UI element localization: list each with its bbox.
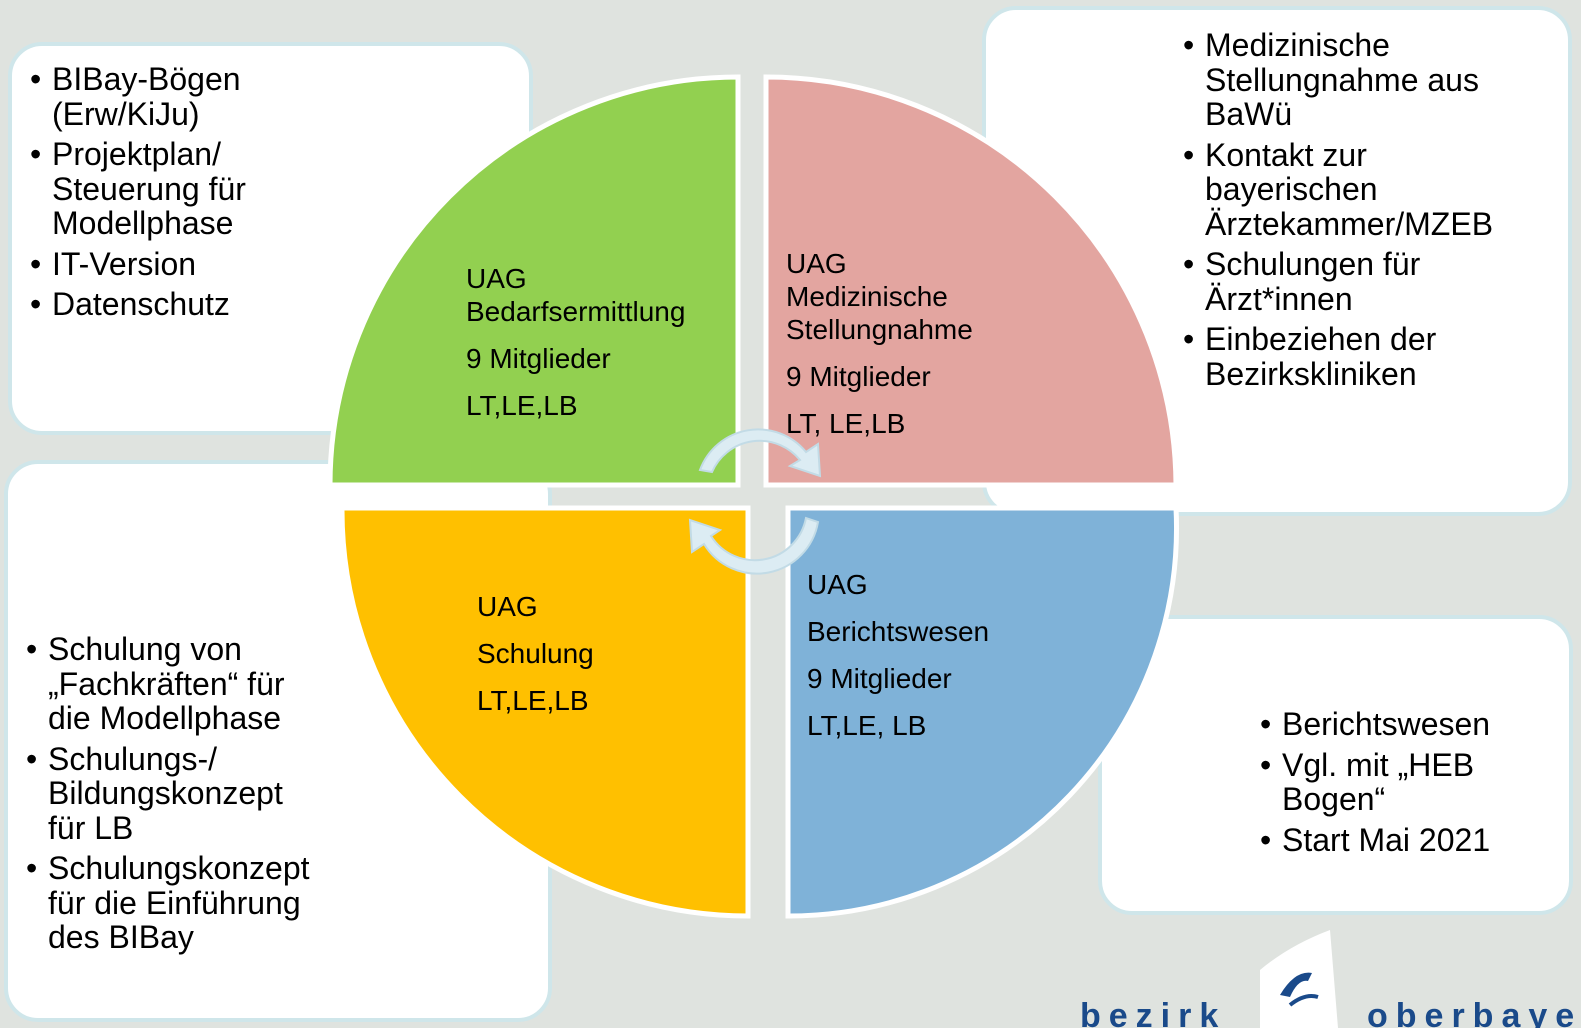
quadrant-blue [785, 505, 1179, 919]
list-item: Berichtswesen [1260, 707, 1550, 742]
quadrant-blue-text: UAG Berichtswesen 9 Mitglieder LT,LE, LB [807, 568, 1067, 742]
quadrant-title: UAG [807, 569, 868, 600]
logo-text-right: oberbayern [1367, 997, 1581, 1028]
quadrant-subtitle: Berichtswesen [807, 616, 990, 648]
logo-emblem-icon [1260, 930, 1338, 1028]
list-item: Einbeziehen der Bezirkskliniken [1183, 322, 1563, 391]
quadrant-green-text: UAG Bedarfsermittlung 9 Mitglieder LT,LE… [466, 262, 726, 422]
quadrant-subtitle: Schulung [477, 638, 594, 670]
quadrant-members: 9 Mitglieder [807, 663, 952, 695]
list-item: Schulungs-/ Bildungskonzept für LB [26, 741, 366, 846]
quadrant-members: 9 Mitglieder [786, 361, 931, 393]
quadrant-roles: LT, LE,LB [786, 408, 906, 440]
logo-text-left: bezirk [1080, 997, 1227, 1028]
list-item: Projektplan/ Steuerung für Modellphase [30, 137, 470, 241]
list-item: Start Mai 2021 [1260, 823, 1550, 858]
quadrant-yellow-text: UAG Schulung LT,LE,LB [477, 590, 717, 717]
list-top-left: BIBay-Bögen (Erw/KiJu) Projektplan/ Steu… [30, 62, 470, 328]
list-item: Kontakt zur bayerischen Ärztekammer/MZEB [1183, 137, 1563, 242]
list-item: Vgl. mit „HEB Bogen“ [1260, 747, 1550, 817]
logo: bezirk oberbayern [1075, 925, 1581, 1028]
quadrant-members: 9 Mitglieder [466, 343, 611, 375]
list-top-right: Medizinische Stellungnahme aus BaWü Kont… [1183, 28, 1563, 397]
quadrant-title: UAG Medizinische Stellungnahme [786, 248, 973, 346]
quadrant-title: UAG Bedarfsermittlung [466, 263, 686, 328]
list-bottom-left: Schulung von „Fachkräften“ für die Model… [26, 632, 366, 961]
cycle-arrows-icon [688, 428, 822, 575]
list-item: Medizinische Stellungnahme aus BaWü [1183, 28, 1563, 132]
quadrant-red-text: UAG Medizinische Stellungnahme 9 Mitglie… [786, 247, 1046, 440]
quadrant-red [763, 74, 1179, 488]
list-item: Datenschutz [30, 287, 470, 322]
quadrant-roles: LT,LE,LB [466, 390, 578, 422]
quadrant-roles: LT,LE,LB [477, 685, 589, 717]
quadrant-yellow [339, 505, 751, 919]
list-item: IT-Version [30, 247, 470, 282]
quadrant-roles: LT,LE, LB [807, 710, 927, 742]
list-item: Schulungskonzept für die Einführung des … [26, 851, 366, 955]
list-item: Schulungen für Ärzt*innen [1183, 247, 1563, 316]
list-item: BIBay-Bögen (Erw/KiJu) [30, 62, 470, 131]
quadrant-title: UAG [477, 591, 538, 622]
list-bottom-right: Berichtswesen Vgl. mit „HEB Bogen“ Start… [1260, 707, 1550, 863]
list-item: Schulung von „Fachkräften“ für die Model… [26, 632, 366, 736]
